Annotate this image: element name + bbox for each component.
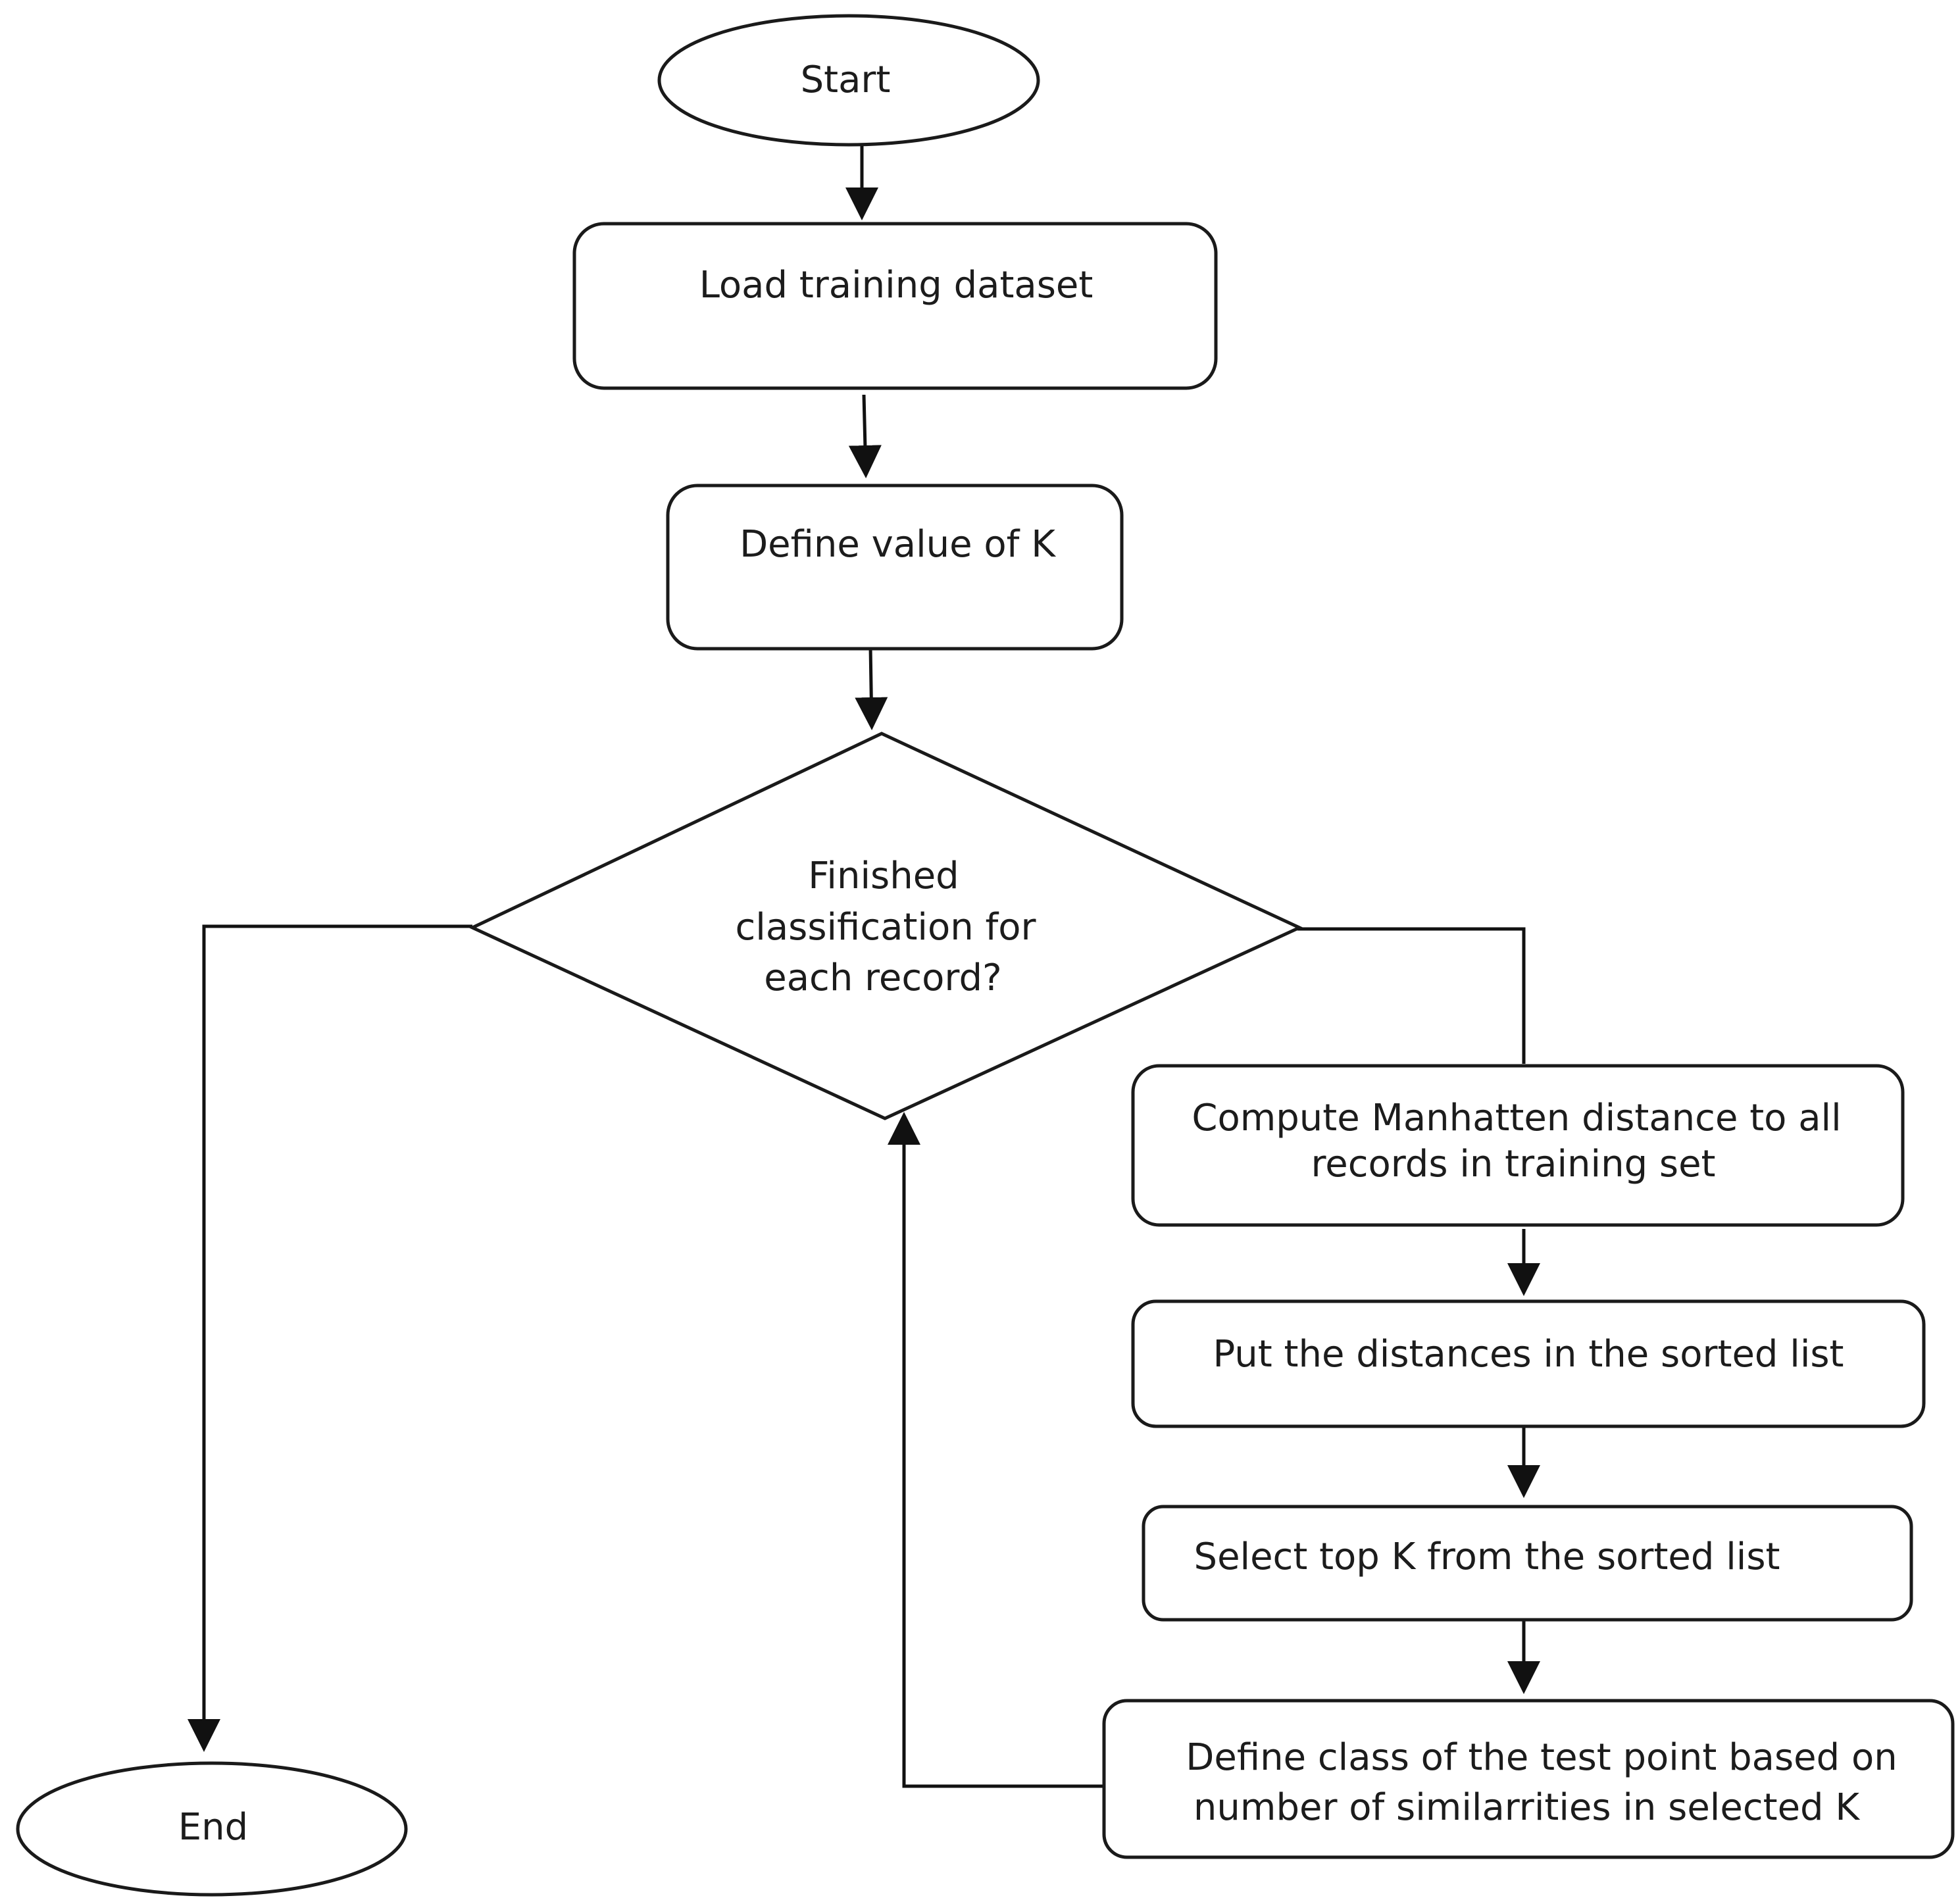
compute-distance-box: [1131, 1064, 1905, 1227]
end-label: End: [178, 1806, 248, 1849]
define-class-label-line-2: number of similarrities in selected K: [1194, 1786, 1860, 1829]
decision-node: Finished classification for each record?: [468, 732, 1303, 1120]
decision-label-line-2: classification for: [735, 906, 1036, 949]
decision-label-line-3: each record?: [764, 957, 1001, 999]
define-class-label-line-1: Define class of the test point based on: [1186, 1736, 1897, 1779]
sort-distances-label: Put the distances in the sorted list: [1213, 1333, 1844, 1376]
sort-distances-box: [1131, 1299, 1926, 1428]
load-dataset-node: Load training dataset: [572, 222, 1218, 390]
compute-distance-label-line-2: records in training set: [1311, 1143, 1715, 1186]
arrow-classify-to-decision: [888, 1112, 1104, 1788]
start-ellipse: [657, 14, 1040, 147]
select-top-k-node: Select top K from the sorted list: [1142, 1505, 1913, 1622]
decision-label-line-1: Finished: [808, 855, 959, 897]
load-dataset-box: [572, 222, 1218, 390]
sort-distances-node: Put the distances in the sorted list: [1131, 1299, 1926, 1428]
arrow-decision-to-end: [188, 924, 472, 1752]
compute-distance-label-line-1: Compute Manhatten distance to all: [1192, 1097, 1841, 1139]
start-label: Start: [801, 59, 891, 101]
load-dataset-label: Load training dataset: [699, 264, 1093, 307]
end-ellipse: [16, 1761, 408, 1897]
define-k-box: [666, 484, 1124, 651]
decision-diamond: [468, 732, 1303, 1120]
start-node: Start: [657, 14, 1040, 147]
define-k-node: Define value of K: [666, 484, 1124, 651]
line-decision-to-compute: [1297, 927, 1526, 1064]
select-top-k-label: Select top K from the sorted list: [1194, 1536, 1780, 1578]
define-class-node: Define class of the test point based on …: [1102, 1699, 1955, 1859]
define-class-box: [1102, 1699, 1955, 1859]
compute-distance-node: Compute Manhatten distance to all record…: [1131, 1064, 1905, 1227]
arrow-define-k-to-decision: [855, 646, 888, 730]
end-node: End: [16, 1761, 408, 1897]
define-k-label: Define value of K: [740, 523, 1056, 566]
connectors: [188, 146, 1540, 1788]
arrow-load-to-define-k: [848, 394, 882, 478]
select-top-k-box: [1142, 1505, 1913, 1622]
